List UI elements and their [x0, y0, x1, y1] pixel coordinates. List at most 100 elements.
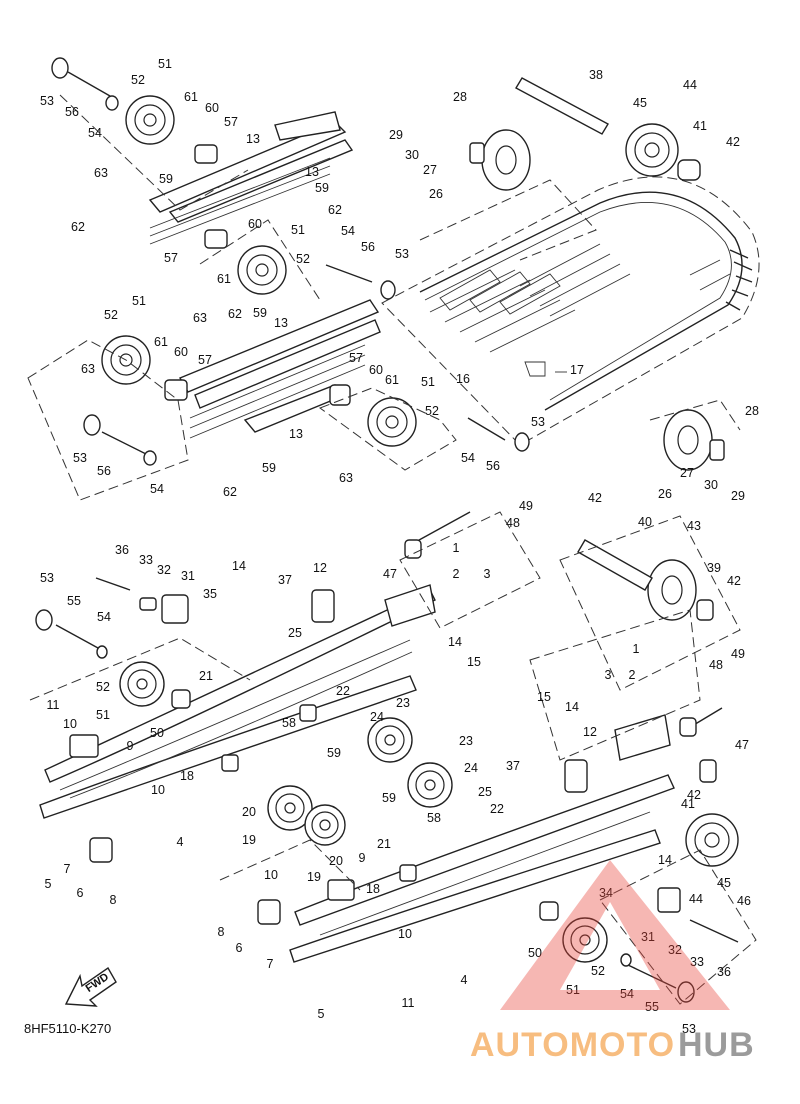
part-callout-24: 24	[370, 710, 384, 724]
part-callout-60: 60	[174, 345, 188, 359]
part-callout-35: 35	[203, 587, 217, 601]
part-callout-37: 37	[506, 759, 520, 773]
part-callout-6: 6	[77, 886, 84, 900]
watermark-text-part2: HUB	[678, 1026, 755, 1064]
part-callout-53: 53	[73, 451, 87, 465]
part-callout-44: 44	[689, 892, 703, 906]
part-callout-18: 18	[180, 769, 194, 783]
part-callout-59: 59	[262, 461, 276, 475]
part-callout-52: 52	[96, 680, 110, 694]
part-callout-4: 4	[177, 835, 184, 849]
part-callout-62: 62	[71, 220, 85, 234]
part-callout-58: 58	[282, 716, 296, 730]
part-callout-23: 23	[396, 696, 410, 710]
part-callout-13: 13	[274, 316, 288, 330]
part-callout-42: 42	[687, 788, 701, 802]
part-callout-18: 18	[366, 882, 380, 896]
part-callout-32: 32	[668, 943, 682, 957]
part-callout-54: 54	[461, 451, 475, 465]
part-callout-59: 59	[315, 181, 329, 195]
part-callout-53: 53	[40, 571, 54, 585]
part-callout-41: 41	[693, 119, 707, 133]
part-callout-50: 50	[150, 726, 164, 740]
part-callout-45: 45	[633, 96, 647, 110]
part-callout-36: 36	[115, 543, 129, 557]
part-callout-22: 22	[490, 802, 504, 816]
part-callout-25: 25	[288, 626, 302, 640]
part-callout-37: 37	[278, 573, 292, 587]
part-callout-16: 16	[456, 372, 470, 386]
part-callout-5: 5	[318, 1007, 325, 1021]
part-callout-2: 2	[629, 668, 636, 682]
part-callout-32: 32	[157, 563, 171, 577]
group-brackets	[27, 94, 757, 1005]
part-callout-59: 59	[327, 746, 341, 760]
part-callout-63: 63	[94, 166, 108, 180]
part-callout-28: 28	[453, 90, 467, 104]
part-callout-12: 12	[313, 561, 327, 575]
part-callout-7: 7	[64, 862, 71, 876]
part-callout-26: 26	[658, 487, 672, 501]
part-callout-1: 1	[633, 642, 640, 656]
part-callout-26: 26	[429, 187, 443, 201]
part-callout-13: 13	[246, 132, 260, 146]
part-callout-59: 59	[159, 172, 173, 186]
diagram-code: 8HF5110-K270	[24, 1021, 111, 1036]
part-callout-63: 63	[193, 311, 207, 325]
part-callout-8: 8	[218, 925, 225, 939]
part-callout-42: 42	[727, 574, 741, 588]
part-callout-30: 30	[405, 148, 419, 162]
part-callout-52: 52	[296, 252, 310, 266]
part-callout-53: 53	[531, 415, 545, 429]
part-callout-14: 14	[232, 559, 246, 573]
part-callout-42: 42	[588, 491, 602, 505]
part-callout-48: 48	[506, 516, 520, 530]
part-callout-63: 63	[339, 471, 353, 485]
part-callout-53: 53	[40, 94, 54, 108]
part-callout-49: 49	[519, 499, 533, 513]
part-callout-8: 8	[110, 893, 117, 907]
part-callout-28: 28	[745, 404, 759, 418]
part-callout-11: 11	[402, 996, 415, 1010]
part-callout-3: 3	[605, 668, 612, 682]
part-callout-61: 61	[154, 335, 168, 349]
part-callout-38: 38	[589, 68, 603, 82]
part-callout-61: 61	[217, 272, 231, 286]
part-callout-30: 30	[704, 478, 718, 492]
part-callout-19: 19	[242, 833, 256, 847]
part-callout-51: 51	[421, 375, 435, 389]
part-callout-15: 15	[537, 690, 551, 704]
part-callout-52: 52	[104, 308, 118, 322]
part-callout-7: 7	[267, 957, 274, 971]
part-callout-11: 11	[47, 698, 60, 712]
part-callout-57: 57	[198, 353, 212, 367]
part-callout-51: 51	[96, 708, 110, 722]
part-callout-15: 15	[467, 655, 481, 669]
part-callout-9: 9	[359, 851, 366, 865]
part-callout-14: 14	[448, 635, 462, 649]
part-callout-27: 27	[680, 466, 694, 480]
part-callout-44: 44	[683, 78, 697, 92]
part-callout-42: 42	[726, 135, 740, 149]
part-callout-10: 10	[264, 868, 278, 882]
part-callout-54: 54	[97, 610, 111, 624]
part-callout-5: 5	[45, 877, 52, 891]
part-callout-4: 4	[461, 973, 468, 987]
part-callout-40: 40	[638, 515, 652, 529]
watermark-logo-icon	[500, 860, 730, 1010]
part-callout-59: 59	[253, 306, 267, 320]
part-callout-54: 54	[620, 987, 634, 1001]
part-callout-27: 27	[423, 163, 437, 177]
part-callout-61: 61	[385, 373, 399, 387]
part-callout-47: 47	[383, 567, 397, 581]
part-callout-29: 29	[389, 128, 403, 142]
part-callout-23: 23	[459, 734, 473, 748]
part-callout-10: 10	[63, 717, 77, 731]
part-callout-24: 24	[464, 761, 478, 775]
part-callout-61: 61	[184, 90, 198, 104]
part-callout-14: 14	[658, 853, 672, 867]
part-callout-51: 51	[132, 294, 146, 308]
part-callout-54: 54	[88, 126, 102, 140]
